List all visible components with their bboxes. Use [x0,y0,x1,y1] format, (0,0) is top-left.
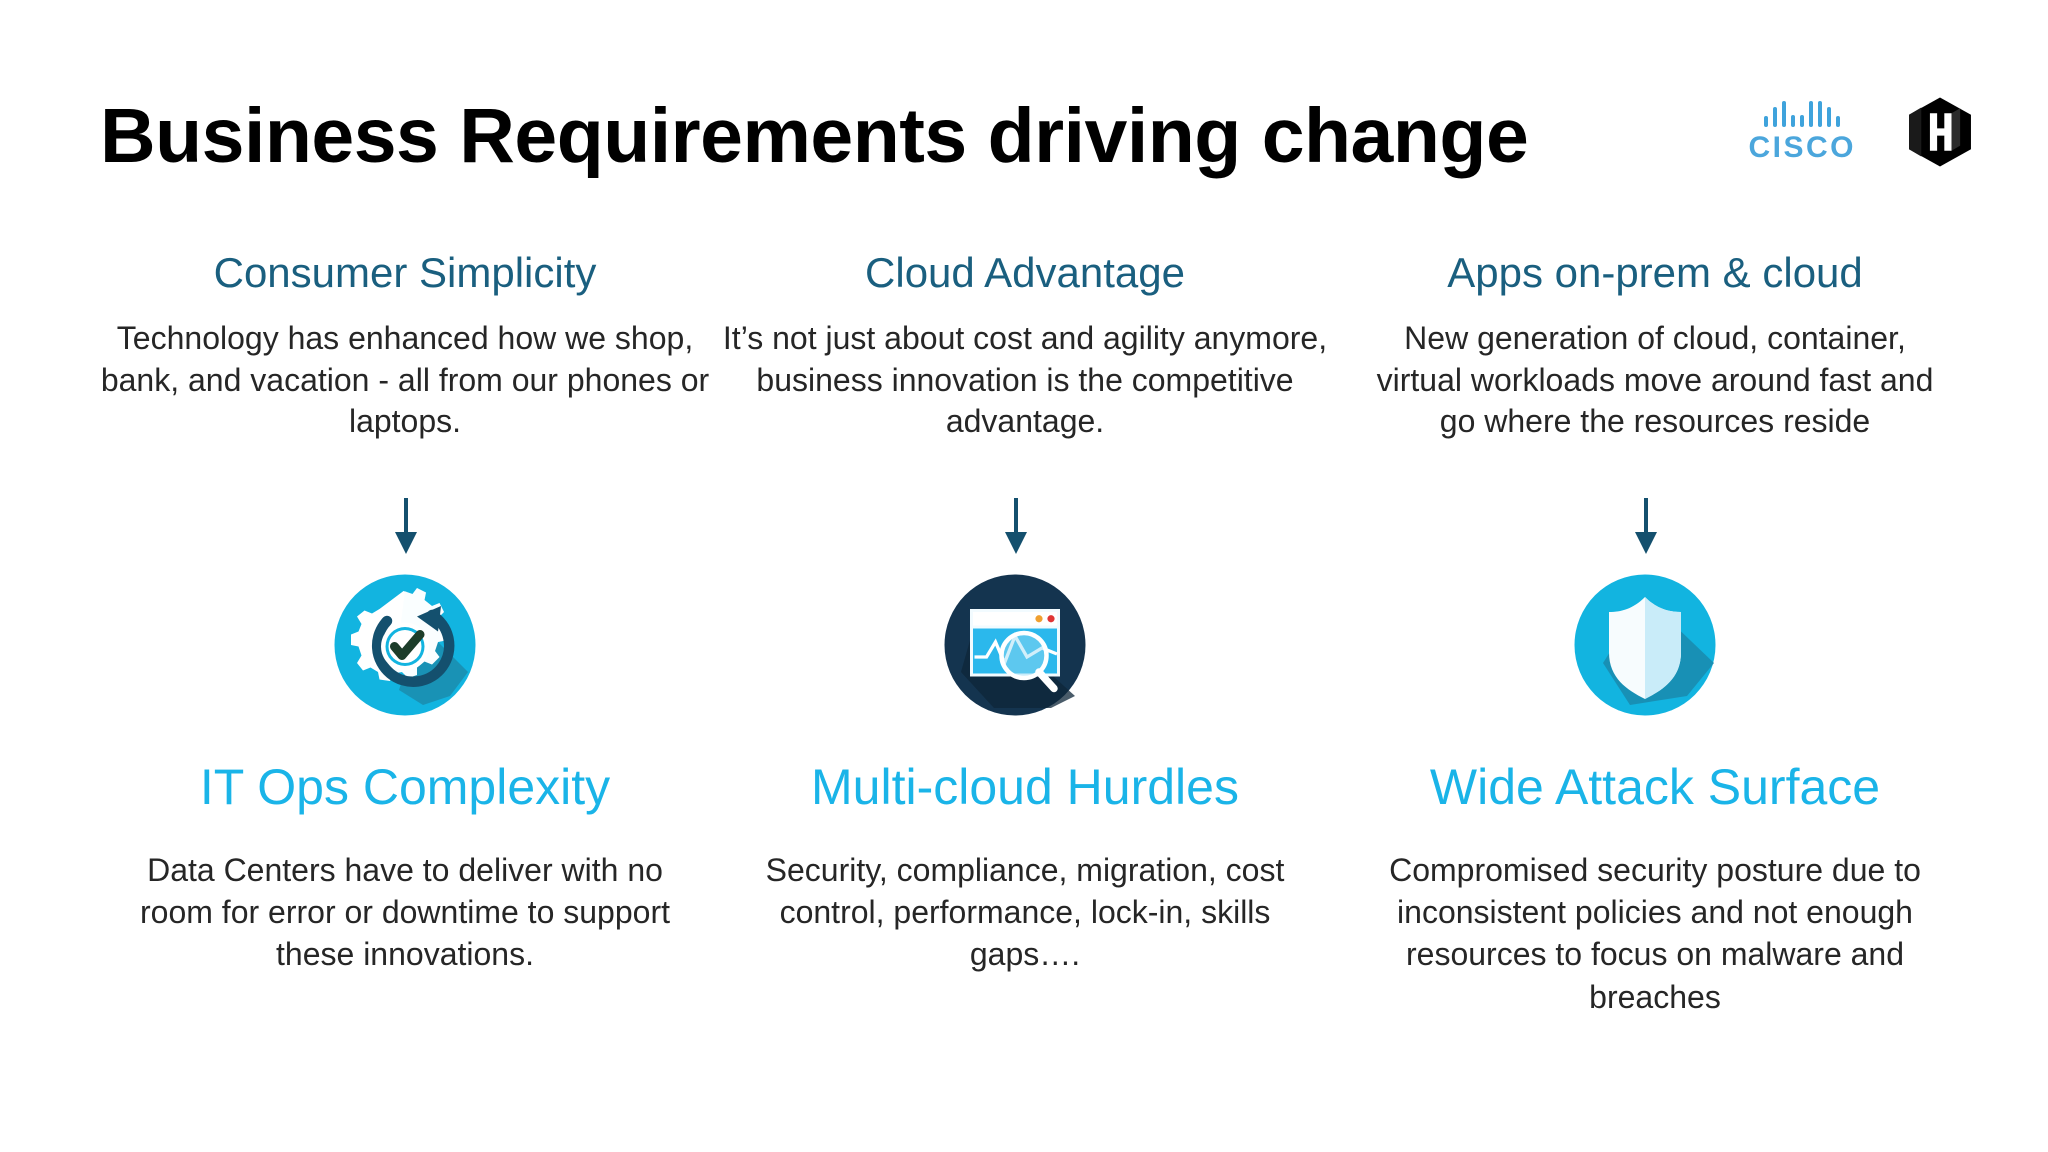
hashicorp-logo-icon [1909,97,1971,167]
outcome-body: Security, compliance, migration, cost co… [765,852,1285,973]
outcome-it-ops-complexity: IT Ops Complexity Data Centers have to d… [90,760,720,1018]
browser-analytics-search-icon [940,570,1090,720]
gear-refresh-check-icon [330,570,480,720]
top-columns: Consumer Simplicity Technology has enhan… [0,249,2048,443]
column-body: It’s not just about cost and agility any… [722,320,1328,440]
down-arrow-icon [1005,498,1027,554]
column-body: New generation of cloud, container, virt… [1376,320,1934,440]
column-apps-on-prem-cloud: Apps on-prem & cloud New generation of c… [1340,249,1970,443]
outcome-heading: IT Ops Complexity [199,759,611,815]
column-heading: Consumer Simplicity [213,249,597,296]
column-heading: Apps on-prem & cloud [1447,249,1863,296]
cisco-logo: CISCO [1748,99,1856,165]
down-arrow-icon [395,498,417,554]
icon-row [0,570,2048,730]
outcome-body: Compromised security posture due to inco… [1389,852,1921,1015]
logo-bar: CISCO [1748,96,1976,168]
outcome-body: Data Centers have to deliver with no roo… [140,852,670,973]
column-heading: Cloud Advantage [865,249,1185,296]
outcome-heading: Wide Attack Surface [1429,759,1881,815]
page-title: Business Requirements driving change [100,93,1529,179]
down-arrow-icon [1635,498,1657,554]
column-body: Technology has enhanced how we shop, ban… [100,320,710,440]
cisco-bars-icon [1764,99,1841,127]
cisco-wordmark: CISCO [1748,131,1856,164]
outcome-wide-attack-surface: Wide Attack Surface Compromised security… [1340,760,1970,1018]
column-consumer-simplicity: Consumer Simplicity Technology has enhan… [90,249,720,443]
outcome-multi-cloud-hurdles: Multi-cloud Hurdles Security, compliance… [710,760,1340,1018]
column-cloud-advantage: Cloud Advantage It’s not just about cost… [710,249,1340,443]
bottom-columns: IT Ops Complexity Data Centers have to d… [0,760,2048,1018]
arrow-row [0,498,2048,558]
outcome-heading: Multi-cloud Hurdles [811,759,1239,815]
shield-security-icon [1570,570,1720,720]
